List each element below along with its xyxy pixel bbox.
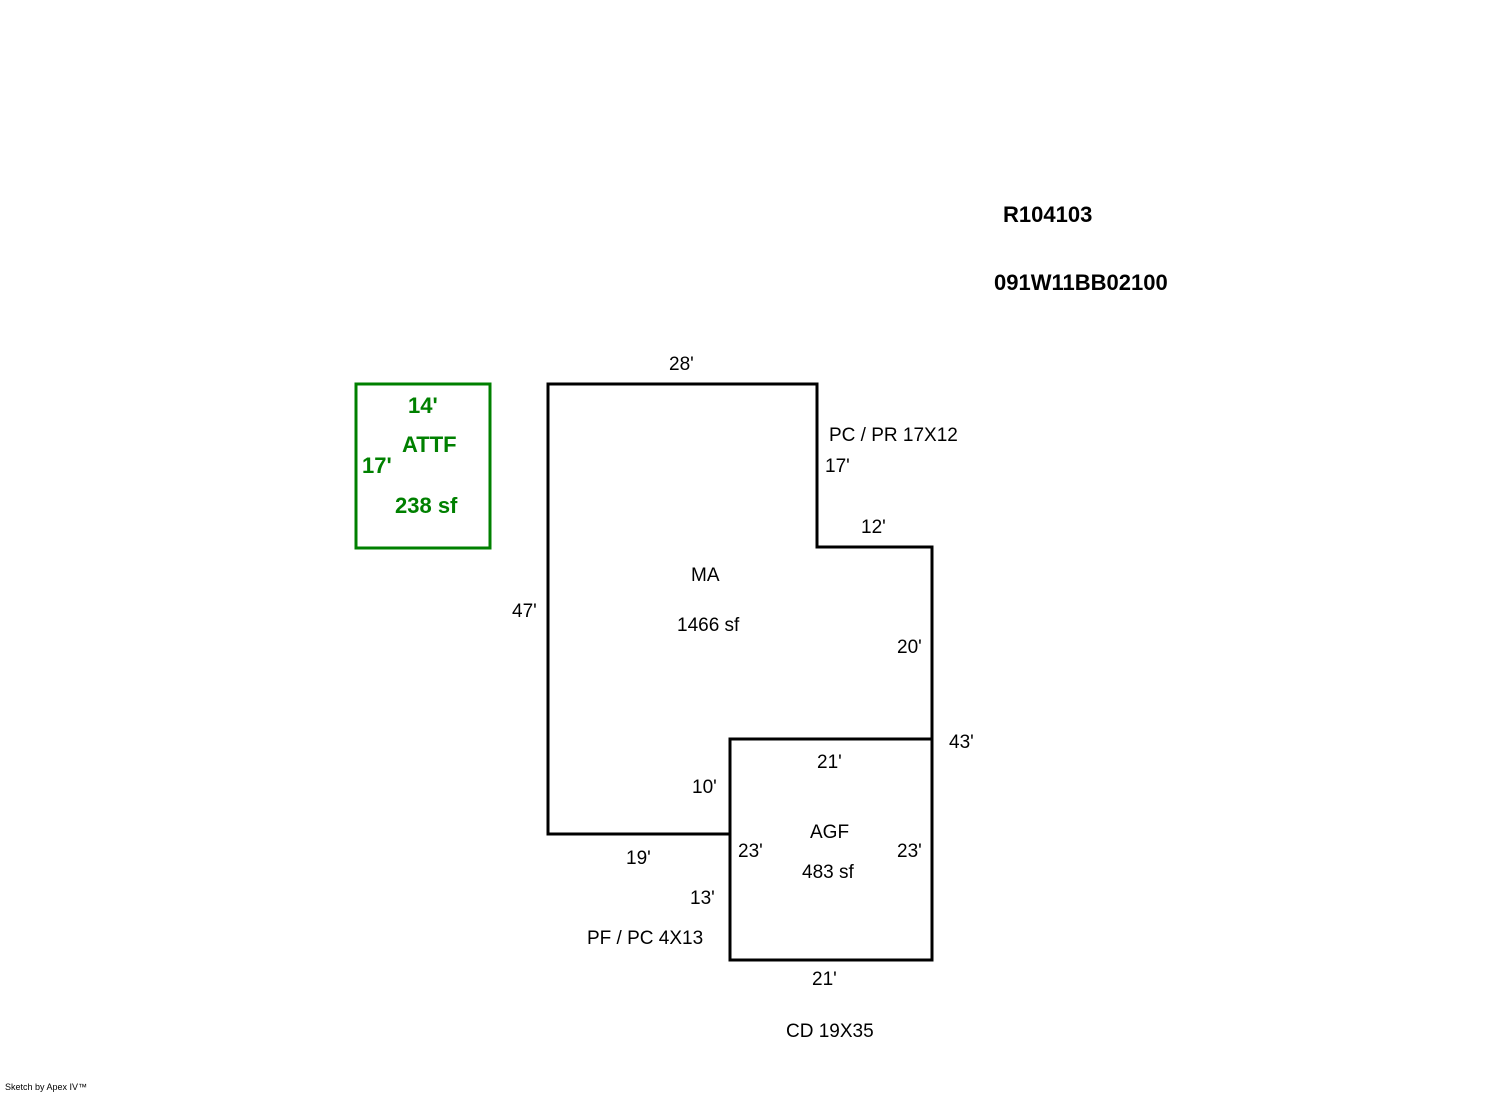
ma-bottom-dimension: 19' <box>626 848 651 869</box>
agf-lower-left-dimension: 13' <box>690 888 715 909</box>
agf-left-dimension: 23' <box>738 841 763 862</box>
agf-outline <box>728 737 934 962</box>
pc-pr-note: PC / PR 17X12 <box>829 425 958 446</box>
ma-area: 1466 sf <box>677 615 740 636</box>
agf-name: AGF <box>810 822 849 843</box>
attf-name: ATTF <box>402 432 457 457</box>
pf-pc-note: PF / PC 4X13 <box>587 928 703 949</box>
ma-name: MA <box>691 565 720 586</box>
attf-area: 238 sf <box>395 493 458 518</box>
ma-right-mid-dimension: 20' <box>897 637 922 658</box>
ma-notch-dimension: 12' <box>861 517 886 538</box>
ma-top-dimension: 28' <box>669 354 694 375</box>
account-id: R104103 <box>1003 202 1092 227</box>
ma-inner-dimension: 10' <box>692 777 717 798</box>
attf-width-label: 14' <box>408 393 438 418</box>
agf-area: 483 sf <box>802 862 854 883</box>
agf-right-dimension: 23' <box>897 841 922 862</box>
ma-outline <box>546 382 934 836</box>
sketch-credit: Sketch by Apex IV™ <box>5 1082 87 1092</box>
attf-outline <box>354 382 492 550</box>
agf-bottom-dimension: 21' <box>812 969 837 990</box>
ma-left-dimension: 47' <box>512 601 537 622</box>
attf-height-label: 17' <box>362 453 392 478</box>
map-tax-lot: 091W11BB02100 <box>994 270 1168 295</box>
ma-right-total-dimension: 43' <box>949 732 974 753</box>
ma-right-upper-dimension: 17' <box>825 456 850 477</box>
cd-note: CD 19X35 <box>786 1021 874 1042</box>
agf-top-dimension: 21' <box>817 752 842 773</box>
